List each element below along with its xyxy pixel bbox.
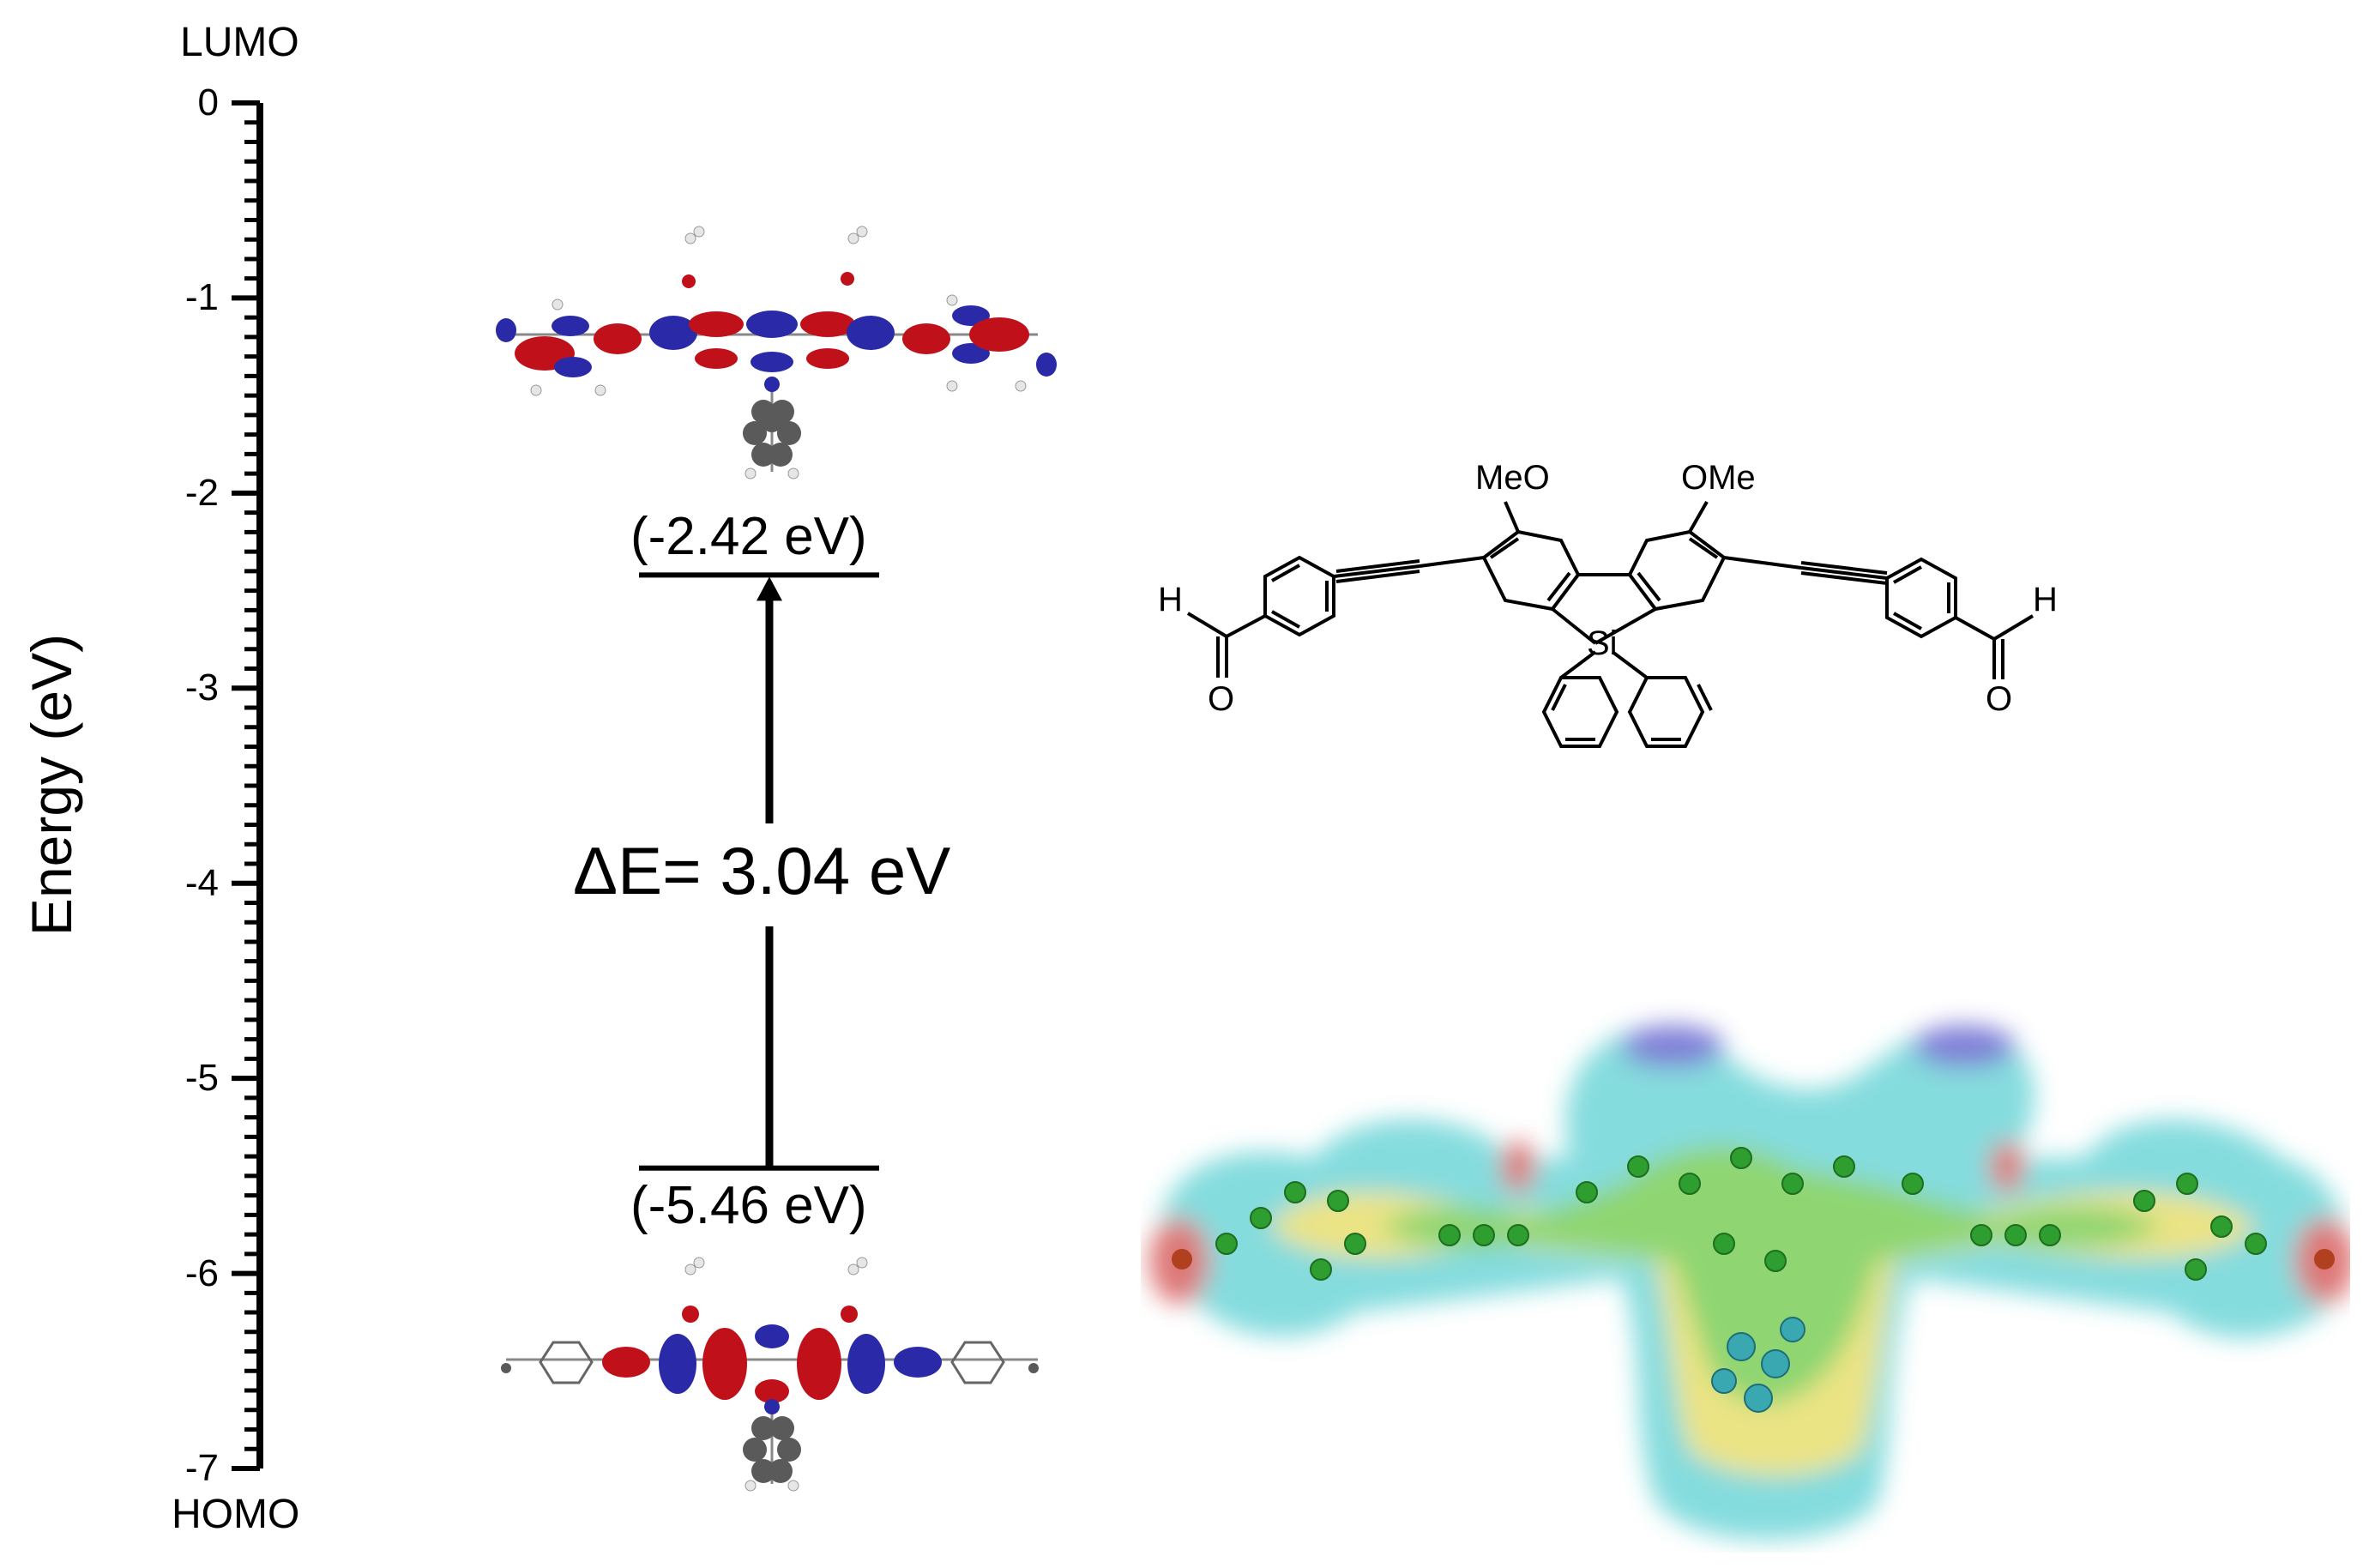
homo-energy-label: (-5.46 eV) [630,1175,867,1235]
tick-label: -4 [184,861,219,904]
aldehyde-h-left: H [1158,581,1183,618]
lumo-energy-label: (-2.42 eV) [630,507,867,567]
homo-orbital-image [501,1257,1039,1492]
tick-label: -5 [184,1057,219,1100]
tick-label: -6 [184,1251,219,1294]
aldehyde-h-right: H [2033,581,2058,618]
tick-label: -2 [184,471,219,514]
substituent-right: OMe [1681,459,1756,497]
tick-label: -1 [184,276,219,319]
lumo-orbital-image [496,226,1057,479]
tick-label: -3 [184,666,219,709]
tick-label: -7 [184,1447,219,1489]
esp-surface-image [1149,1025,2350,1540]
aldehyde-o-left: O [1208,680,1234,718]
chemical-structure: MeO OMe Si H O H O [1158,459,2058,748]
gap-arrow-head [757,576,782,601]
axis-bottom-label: HOMO [172,1492,300,1537]
center-atom: Si [1587,624,1618,662]
aldehyde-o-right: O [1986,680,2012,718]
energy-gap-label: ΔE= 3.04 eV [573,833,951,908]
tick-label: 0 [197,81,219,124]
axis-top-label: LUMO [180,20,299,65]
substituent-left: MeO [1475,459,1550,497]
